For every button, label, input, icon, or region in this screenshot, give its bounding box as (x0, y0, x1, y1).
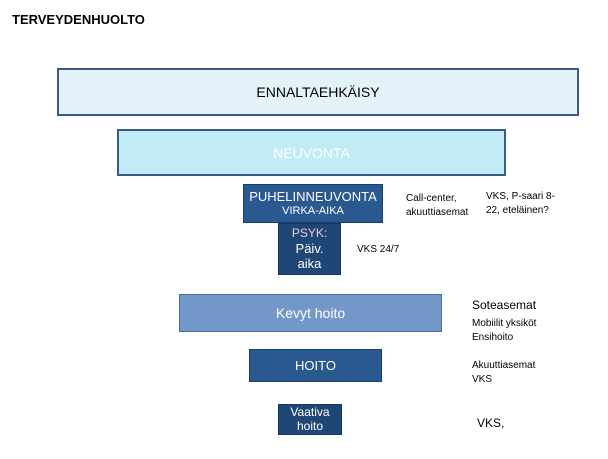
note-ensihoito: Ensihoito (472, 331, 514, 343)
note-mobiilit: Mobiilit yksiköt (472, 318, 537, 329)
level-puhelinneuvonta: PUHELINNEUVONTA VIRKA-AIKA (243, 184, 383, 223)
puhelinneuvonta-label: PUHELINNEUVONTA (249, 188, 377, 204)
note-akuuttiasemat: Akuuttiasemat (472, 360, 536, 371)
puhelinneuvonta-sublabel: VIRKA-AIKA (282, 204, 344, 217)
level-kevyt-hoito: Kevyt hoito (179, 294, 442, 332)
note-vks-psaari-line1: VKS, P-saari 8- (486, 191, 555, 202)
psyk-time-line2: aika (297, 256, 322, 272)
note-vks: VKS (472, 373, 493, 385)
level-psyk: PSYK: Päiv. aika (278, 223, 341, 275)
page-title: TERVEYDENHUOLTO (12, 12, 145, 27)
note-vks-vaativa: VKS, (477, 416, 505, 430)
level-neuvonta-label: NEUVONTA (273, 144, 350, 161)
note-mobiilit-ensihoito: Mobiilit yksiköt Ensihoito (472, 317, 536, 344)
vaativa-label-line2: hoito (296, 418, 324, 433)
note-callcenter-line1: Call-center, (406, 193, 457, 204)
psyk-label: PSYK: (291, 226, 328, 241)
level-neuvonta: NEUVONTA (117, 129, 506, 176)
note-callcenter: Call-center, akuuttiasemat (406, 192, 468, 219)
level-hoito: HOITO (249, 349, 382, 382)
psyk-time-line1: Päiv. (295, 240, 324, 256)
note-akuuttiasemat-vks: Akuuttiasemat VKS (472, 359, 535, 386)
vaativa-label-line1: Vaativa (290, 404, 330, 419)
level-kevyt-hoito-label: Kevyt hoito (275, 305, 346, 321)
note-vks-247: VKS 24/7 (357, 244, 400, 255)
note-callcenter-line2: akuuttiasemat (406, 206, 469, 218)
level-ennaltaehkaisy: ENNALTAEHKÄISY (57, 68, 579, 116)
note-vks-psaari: VKS, P-saari 8- 22, eteläinen? (486, 190, 555, 217)
note-vks-psaari-line2: 22, eteläinen? (486, 204, 549, 216)
level-ennaltaehkaisy-label: ENNALTAEHKÄISY (256, 84, 380, 100)
level-hoito-label: HOITO (295, 358, 336, 373)
level-vaativa-hoito: Vaativa hoito (278, 404, 342, 435)
note-soteasemat: Soteasemat (472, 298, 537, 312)
